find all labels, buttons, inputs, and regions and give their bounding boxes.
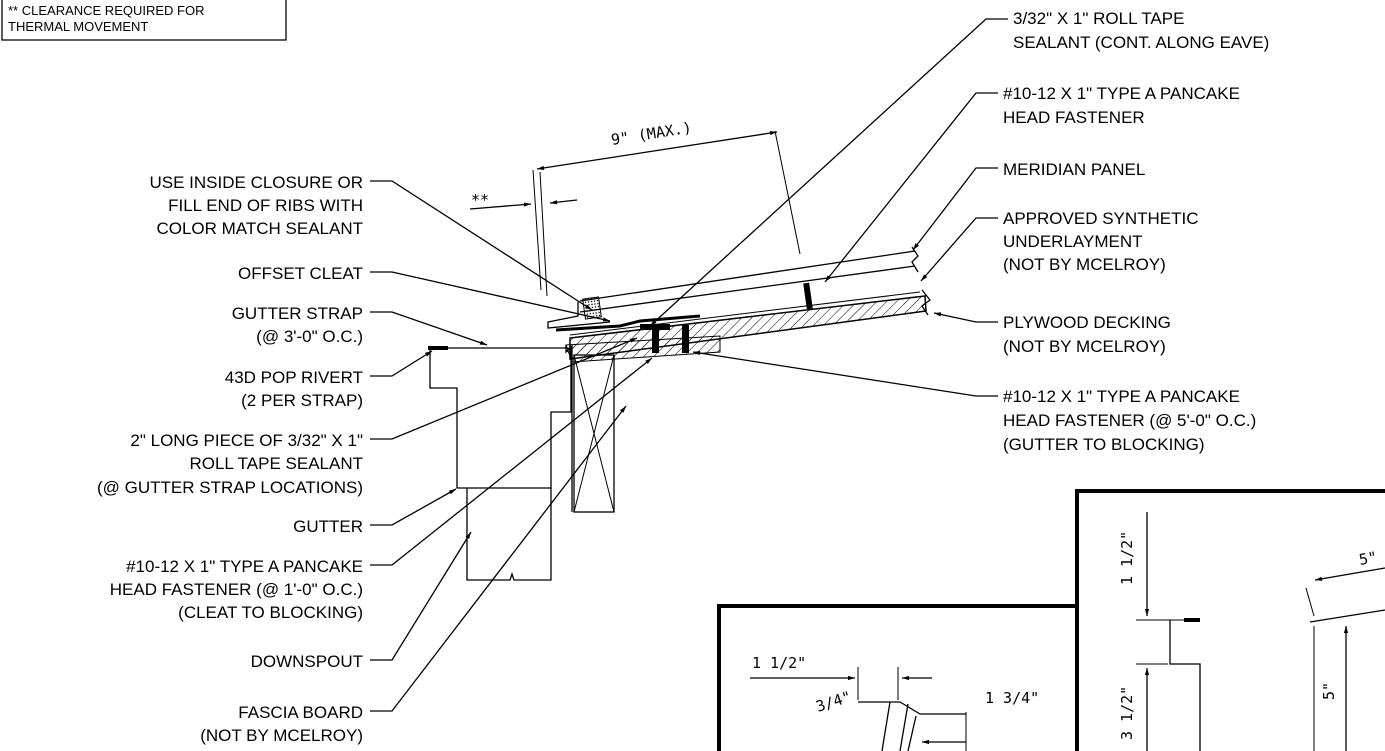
downspout: [466, 488, 552, 581]
callout-inside-closure-1: USE INSIDE CLOSURE OR: [150, 173, 364, 192]
callout-pop-rivet-2: (2 PER STRAP): [241, 391, 363, 410]
underlayment-line: [569, 291, 921, 336]
callout-underlayment-3: (NOT BY MCELROY): [1003, 255, 1166, 274]
clearance-dimension: **: [469, 171, 578, 297]
left-callouts: USE INSIDE CLOSURE OR FILL END OF RIBS W…: [97, 173, 363, 745]
callout-inside-closure-2: FILL END OF RIBS WITH: [168, 196, 363, 215]
panel-break-line: [911, 246, 919, 273]
callout-panel-fastener-1: #10-12 X 1" TYPE A PANCAKE: [1003, 84, 1240, 103]
inside-closure: [582, 296, 602, 320]
detail-c-slope: [1309, 609, 1385, 623]
detail-a-left-dim: 3/4": [814, 688, 854, 716]
callout-roll-tape-piece-1: 2" LONG PIECE OF 3/32" X 1": [130, 431, 363, 450]
panel-fastener: [803, 282, 813, 310]
roll-tape-piece: [640, 324, 670, 330]
callout-panel-fastener-2: HEAD FASTENER: [1003, 108, 1145, 127]
callout-roll-tape-piece-2: ROLL TAPE SEALANT: [189, 454, 363, 473]
detail-b-profile: [1169, 620, 1201, 751]
roof-assembly: [547, 246, 931, 360]
clearance-mark: **: [471, 191, 489, 209]
callout-gutter-fastener-1: #10-12 X 1" TYPE A PANCAKE: [1003, 387, 1240, 406]
clearance-note-box: ** CLEARANCE REQUIRED FOR THERMAL MOVEME…: [1, 0, 287, 41]
detail-a-right-dim: 1 3/4": [985, 689, 1039, 707]
callout-plywood-1: PLYWOOD DECKING: [1003, 313, 1171, 332]
callout-roll-tape-piece-3: (@ GUTTER STRAP LOCATIONS): [97, 478, 363, 497]
detail-a-profile: [858, 701, 966, 715]
detail-c: 5" 5": [1305, 548, 1385, 751]
callout-offset-cleat: OFFSET CLEAT: [238, 264, 363, 283]
callout-underlayment-1: APPROVED SYNTHETIC: [1003, 209, 1199, 228]
callout-cleat-fastener-1: #10-12 X 1" TYPE A PANCAKE: [126, 557, 363, 576]
panel-top-line: [579, 250, 916, 302]
callout-fascia-2: (NOT BY MCELROY): [200, 726, 363, 745]
panel-hem: [547, 302, 611, 329]
callout-cleat-fastener-3: (CLEAT TO BLOCKING): [178, 603, 363, 622]
callout-gutter-strap-1: GUTTER STRAP: [232, 304, 363, 323]
detail-c-top-dim: 5": [1358, 548, 1379, 569]
gutter-body: [429, 346, 572, 489]
callout-downspout: DOWNSPOUT: [251, 652, 363, 671]
right-callouts: 3/32" X 1" ROLL TAPE SEALANT (CONT. ALON…: [1003, 9, 1269, 454]
detail-a-top-dim: 1 1/2": [752, 654, 806, 672]
blocking: [565, 335, 721, 363]
detail-b-mid-dim: 3 1/2": [1118, 686, 1136, 740]
callout-pop-rivet-1: 43D POP RIVERT: [225, 368, 363, 387]
callout-plywood-2: (NOT BY MCELROY): [1003, 337, 1166, 356]
gutter-assembly: [428, 335, 721, 581]
dim-9-max-label: 9" (MAX.): [610, 118, 693, 148]
callout-gutter-fastener-2: HEAD FASTENER (@ 5'-0" O.C.): [1003, 411, 1256, 430]
dimension-9-max: 9" (MAX.): [532, 118, 801, 291]
callout-gutter: GUTTER: [293, 517, 363, 536]
offset-cleat: [555, 314, 701, 332]
callout-roll-tape-sealant-1: 3/32" X 1" ROLL TAPE: [1013, 9, 1184, 28]
right-leader-lines: [649, 18, 1008, 397]
callout-underlayment-2: UNDERLAYMENT: [1003, 232, 1142, 251]
callout-cleat-fastener-2: HEAD FASTENER (@ 1'-0" O.C.): [110, 580, 363, 599]
detail-a: 1 1/2" 3/4" 1 3/4": [750, 654, 1039, 751]
detail-b-top-dim: 1 1/2": [1118, 531, 1136, 585]
callout-gutter-fastener-3: (GUTTER TO BLOCKING): [1003, 435, 1205, 454]
note-line-1: ** CLEARANCE REQUIRED FOR: [8, 3, 204, 18]
detail-frames: [717, 489, 1385, 751]
detail-b: 1 1/2" 3 1/2": [1118, 512, 1201, 751]
fascia-cross: [573, 354, 615, 513]
callout-fascia-1: FASCIA BOARD: [238, 703, 363, 722]
callout-meridian-panel: MERIDIAN PANEL: [1003, 160, 1145, 179]
deck-break-line: [921, 289, 931, 316]
note-line-2: THERMAL MOVEMENT: [8, 19, 148, 34]
callout-inside-closure-3: COLOR MATCH SEALANT: [156, 219, 363, 238]
detail-c-side-dim: 5": [1320, 682, 1338, 700]
gutter-strap: [428, 347, 569, 352]
callout-gutter-strap-2: (@ 3'-0" O.C.): [256, 327, 363, 346]
panel-bottom-line: [579, 265, 916, 313]
left-leader-lines: [370, 180, 653, 712]
callout-roll-tape-sealant-2: SEALANT (CONT. ALONG EAVE): [1013, 33, 1269, 52]
